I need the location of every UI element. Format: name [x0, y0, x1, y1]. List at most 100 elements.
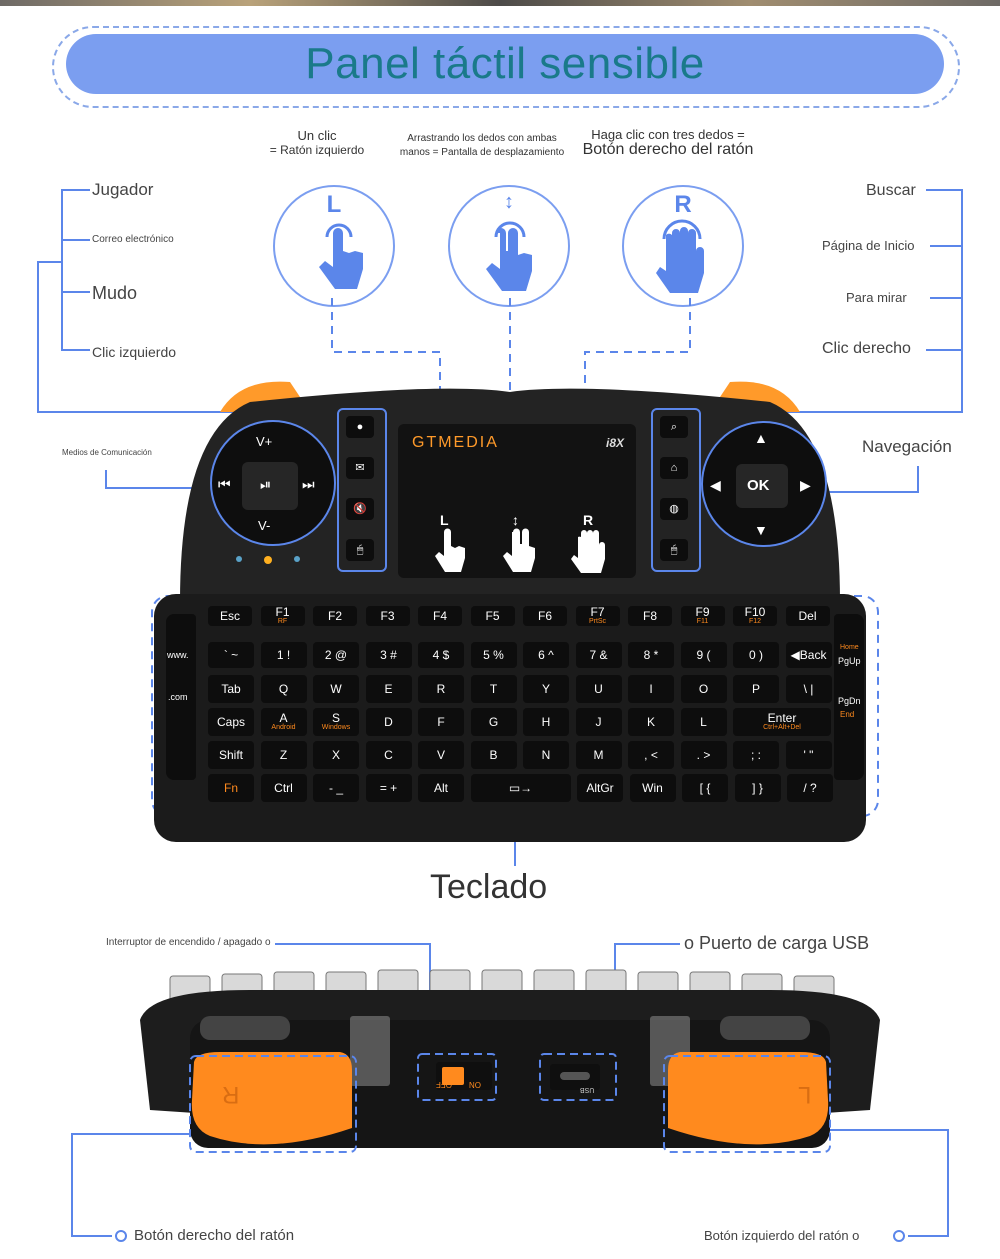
nav-right-button[interactable]: ▶: [800, 477, 811, 494]
number-row-key[interactable]: 1 !: [260, 642, 307, 668]
letter-row-key[interactable]: U: [575, 675, 622, 703]
fn-row-key[interactable]: F9 F11: [680, 606, 725, 626]
number-row-key[interactable]: 8 *: [628, 642, 674, 668]
mute-key[interactable]: 🔇: [346, 498, 374, 520]
bottom-row-key[interactable]: / ?: [787, 774, 833, 802]
letter-row-key[interactable]: Shift: [208, 741, 254, 769]
fn-row-key[interactable]: F8: [628, 606, 672, 626]
bottom-row-key[interactable]: Win: [629, 774, 676, 802]
key-label: Del: [798, 609, 817, 623]
bottom-row-key[interactable]: - _: [313, 774, 359, 802]
fn-row-key[interactable]: F5: [470, 606, 515, 626]
previous-track-button[interactable]: ⏮: [218, 476, 231, 492]
fn-row-key[interactable]: Esc: [208, 606, 252, 626]
bottom-row-key[interactable]: Ctrl: [260, 774, 307, 802]
fn-row-key[interactable]: F10 F12: [733, 606, 777, 626]
letter-row-key[interactable]: ' ": [785, 741, 832, 769]
letter-row-key[interactable]: F: [418, 708, 464, 736]
search-key[interactable]: ⌕: [660, 416, 688, 438]
bottom-row-key[interactable]: AltGr: [577, 774, 623, 802]
number-row-key[interactable]: 3 #: [365, 642, 412, 668]
right-mouse-trigger[interactable]: [190, 1056, 356, 1152]
number-row-key[interactable]: 4 $: [418, 642, 464, 668]
usb-charging-port[interactable]: [546, 1056, 606, 1082]
number-row-key[interactable]: 7 &: [575, 642, 622, 668]
letter-row-key[interactable]: Tab: [208, 675, 254, 703]
ok-button[interactable]: OK: [747, 477, 770, 494]
letter-row-key[interactable]: Y: [523, 675, 569, 703]
browser-key[interactable]: ◍: [660, 498, 688, 520]
letter-row-key[interactable]: J: [575, 708, 622, 736]
letter-row-key[interactable]: M: [575, 741, 622, 769]
letter-row-key[interactable]: \ |: [785, 675, 832, 703]
space-key[interactable]: ▭→: [470, 774, 571, 802]
letter-row-key[interactable]: W: [313, 675, 359, 703]
letter-row-key[interactable]: K: [628, 708, 674, 736]
player-key[interactable]: ●: [346, 416, 374, 438]
letter-row-key[interactable]: R: [418, 675, 464, 703]
letter-row-key[interactable]: ; :: [733, 741, 779, 769]
next-track-button[interactable]: ⏭: [302, 476, 315, 492]
nav-left-button[interactable]: ◀: [710, 477, 721, 494]
fn-key[interactable]: Fn: [208, 774, 254, 802]
right-click-key[interactable]: 🖱: [660, 539, 688, 561]
bottom-row-key[interactable]: = +: [365, 774, 412, 802]
key-label: Ctrl: [274, 781, 293, 795]
volume-down-button[interactable]: V-: [258, 518, 271, 533]
key-label: Alt: [433, 781, 448, 795]
letter-row-key[interactable]: O: [680, 675, 727, 703]
fn-row-key[interactable]: F2: [313, 606, 357, 626]
letter-row-key[interactable]: V: [418, 741, 464, 769]
letter-row-key[interactable]: , <: [628, 741, 674, 769]
letter-row-key[interactable]: G: [470, 708, 517, 736]
fn-row-key[interactable]: F4: [418, 606, 462, 626]
letter-row-key[interactable]: N: [523, 741, 569, 769]
letter-row-key[interactable]: I: [628, 675, 674, 703]
power-switch[interactable]: [430, 1052, 486, 1082]
bottom-row-key[interactable]: [ {: [682, 774, 728, 802]
letter-row-key[interactable]: . >: [680, 741, 727, 769]
letter-row-key[interactable]: E: [365, 675, 412, 703]
letter-row-key[interactable]: Z: [260, 741, 307, 769]
letter-row-key[interactable]: C: [365, 741, 412, 769]
number-row-key[interactable]: 6 ^: [523, 642, 569, 668]
www-key[interactable]: www.: [167, 650, 189, 660]
number-row-key[interactable]: 2 @: [313, 642, 359, 668]
bottom-row-key[interactable]: ] }: [734, 774, 781, 802]
left-mouse-trigger[interactable]: [664, 1056, 830, 1152]
letter-row-key[interactable]: L: [680, 708, 727, 736]
nav-up-button[interactable]: ▲: [754, 430, 768, 446]
gesture-scroll-arrows-icon: ↕: [504, 191, 514, 213]
number-row-key[interactable]: ` ~: [208, 642, 254, 668]
number-row-key[interactable]: 0 ): [733, 642, 779, 668]
number-row-key[interactable]: 9 (: [680, 642, 727, 668]
email-key[interactable]: ✉: [346, 457, 374, 479]
letter-row-key[interactable]: H: [523, 708, 569, 736]
dotcom-key[interactable]: .com: [168, 692, 188, 702]
letter-row-key[interactable]: B: [470, 741, 517, 769]
letter-row-key[interactable]: P: [733, 675, 779, 703]
volume-up-button[interactable]: V+: [256, 434, 273, 449]
pgup-key[interactable]: PgUp: [838, 656, 861, 666]
bottom-row-key[interactable]: Alt: [418, 774, 464, 802]
number-row-key[interactable]: 5 %: [470, 642, 517, 668]
letter-row-key[interactable]: Q: [260, 675, 307, 703]
fn-row-key[interactable]: F1 RF: [260, 606, 305, 626]
letter-row-key[interactable]: T: [470, 675, 517, 703]
fn-row-key[interactable]: F3: [365, 606, 410, 626]
pgdn-key[interactable]: PgDn: [838, 696, 861, 706]
number-row-key[interactable]: ◀Back: [785, 642, 832, 668]
letter-row-key[interactable]: D: [365, 708, 412, 736]
fn-row-key[interactable]: F6: [523, 606, 567, 626]
letter-row-key[interactable]: Caps: [208, 708, 254, 736]
fn-row-key[interactable]: F7 PrtSc: [575, 606, 620, 626]
home-key[interactable]: ⌂: [660, 457, 688, 479]
fn-row-key[interactable]: Del: [785, 606, 830, 626]
left-click-key[interactable]: 🖱: [346, 539, 374, 561]
play-pause-button[interactable]: ⏯: [260, 476, 272, 492]
letter-row-key[interactable]: X: [313, 741, 359, 769]
nav-down-button[interactable]: ▼: [754, 522, 768, 538]
